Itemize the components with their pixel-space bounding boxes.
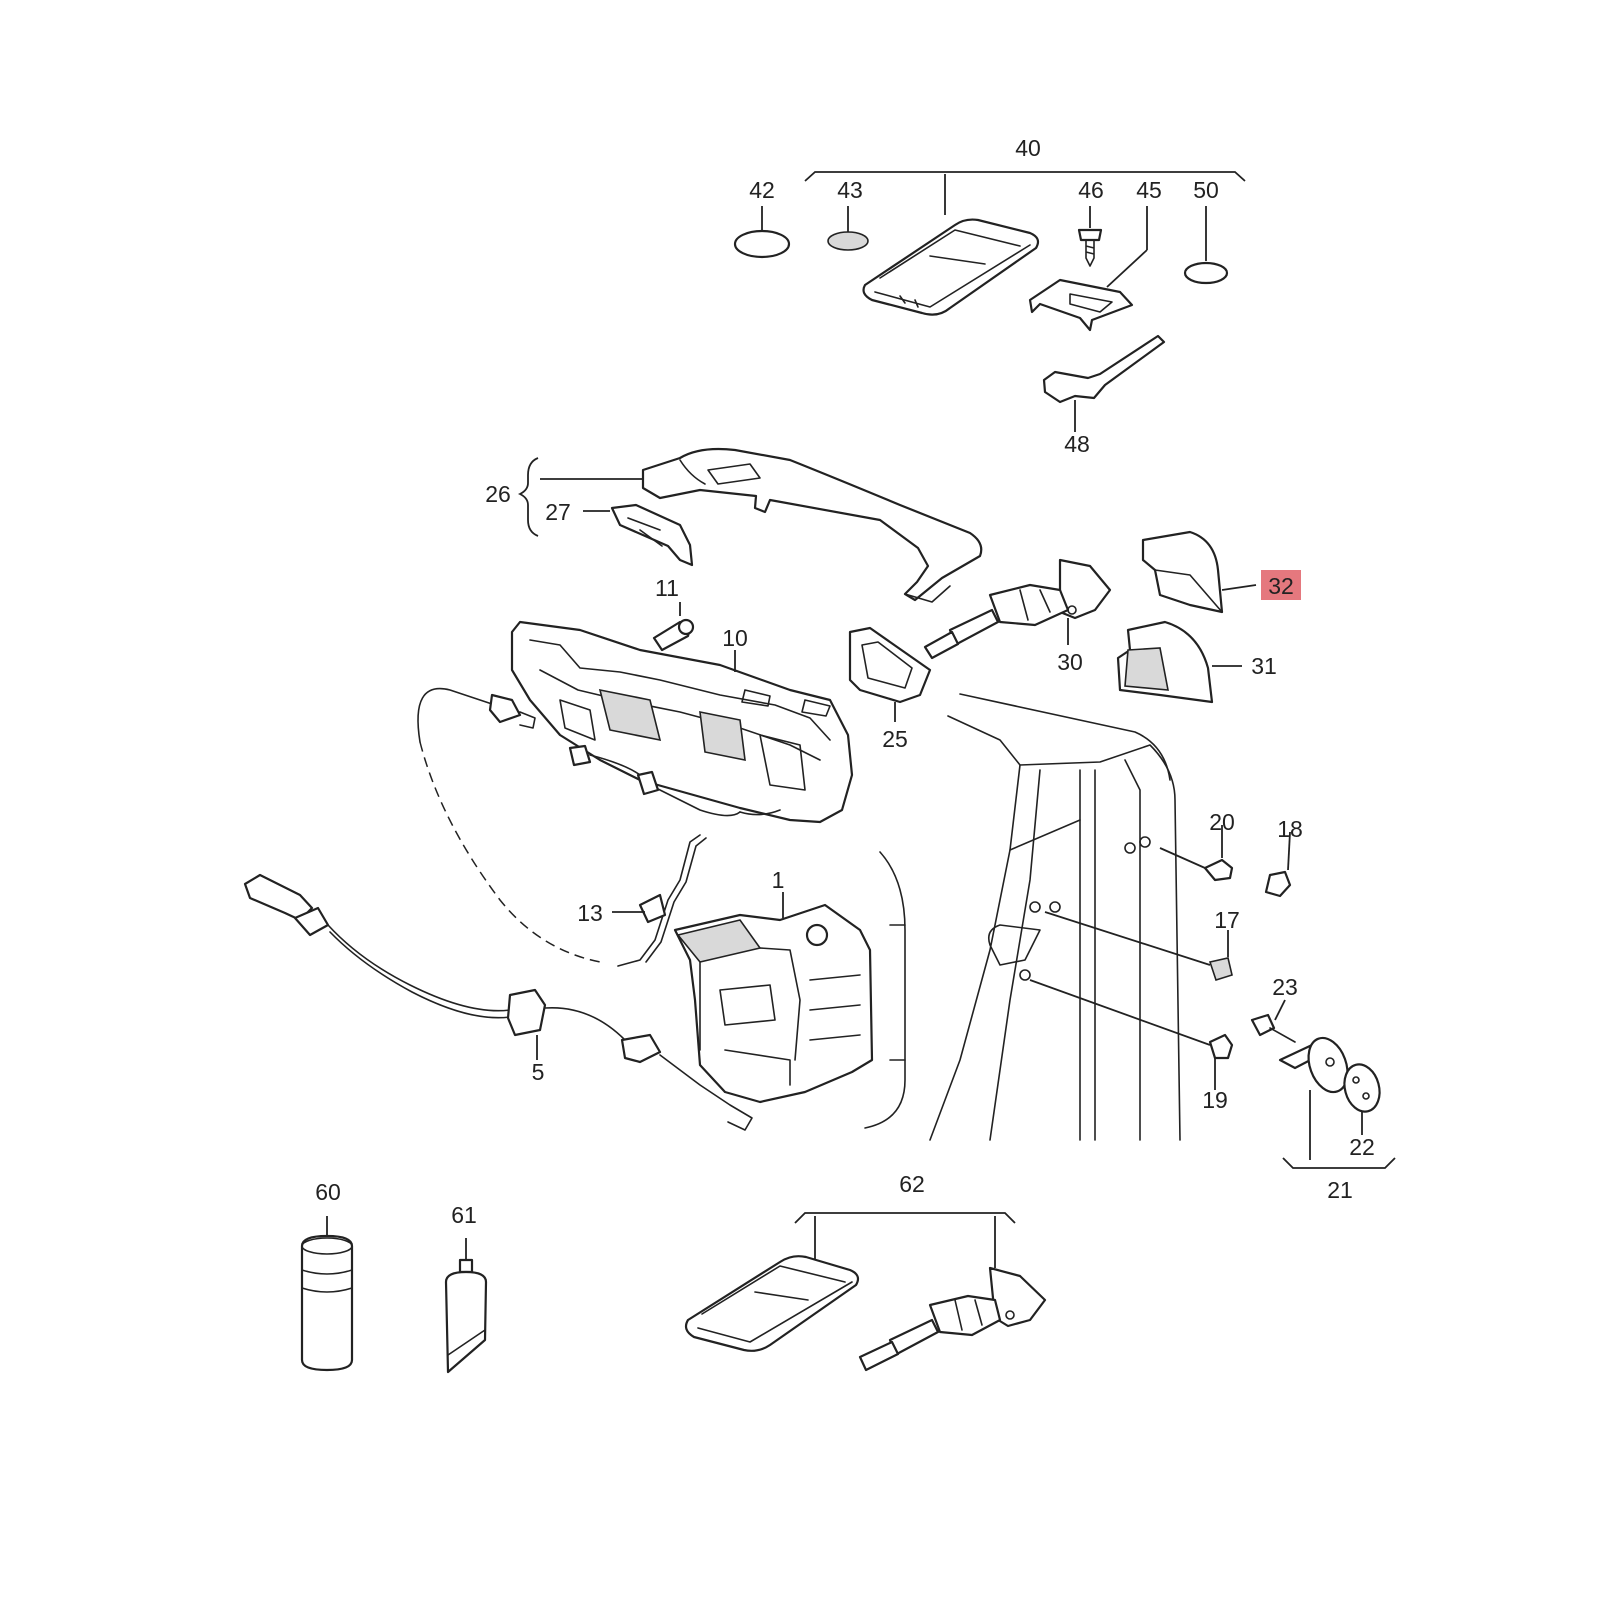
part-40-key-fob <box>862 218 1040 316</box>
part-18-plug <box>1264 831 1292 898</box>
label-18: 18 <box>1277 816 1303 842</box>
part-50-coin-cell <box>1183 206 1229 285</box>
label-48: 48 <box>1064 431 1090 457</box>
label-30: 30 <box>1057 649 1083 675</box>
door-frame <box>929 693 1181 1141</box>
label-40: 40 <box>1015 135 1041 161</box>
dashed-route-line <box>419 741 601 963</box>
part-62-key-fob <box>684 1255 860 1352</box>
part-27-handle-trim <box>583 503 694 567</box>
part-25-gasket <box>848 626 932 722</box>
label-60: 60 <box>315 1179 341 1205</box>
label-61: 61 <box>451 1202 477 1228</box>
group-40-bracket <box>804 171 1246 215</box>
label-31: 31 <box>1251 653 1277 679</box>
part-32-end-cap <box>1141 530 1257 614</box>
label-21: 21 <box>1327 1177 1353 1203</box>
part-17-pad <box>1044 911 1233 981</box>
label-45: 45 <box>1136 177 1162 203</box>
part-60-spray-can <box>300 1216 354 1372</box>
label-13: 13 <box>577 900 603 926</box>
part-62-lock-cylinder <box>858 1266 1047 1372</box>
label-62: 62 <box>899 1171 925 1197</box>
part-48-key-blade <box>1042 334 1166 432</box>
harness-cable <box>417 687 781 817</box>
part-20-bolt <box>1159 825 1234 882</box>
part-61-tube <box>444 1238 488 1374</box>
label-19: 19 <box>1202 1087 1228 1113</box>
part-42-coin-cell <box>733 206 791 259</box>
label-46: 46 <box>1078 177 1104 203</box>
label-5: 5 <box>532 1059 545 1085</box>
part-11-bolt <box>652 602 695 652</box>
part-19-bolt <box>1029 979 1234 1090</box>
part-1-door-lock <box>673 892 874 1104</box>
part-10-handle-carrier <box>510 620 854 824</box>
lock-mount-outline <box>864 851 906 1129</box>
callout-labels: 40 42 43 46 45 50 48 26 27 11 10 32 30 3… <box>315 135 1375 1228</box>
label-42: 42 <box>749 177 775 203</box>
label-11: 11 <box>655 575 679 601</box>
label-1: 1 <box>772 867 785 893</box>
part-22-plate <box>1343 1063 1381 1135</box>
part-26-door-handle <box>641 447 983 603</box>
part-43-seal-disc <box>827 206 869 251</box>
part-45-key-cover <box>1028 206 1148 332</box>
label-22: 22 <box>1349 1134 1375 1160</box>
part-30-lock-cylinder <box>923 558 1112 660</box>
group-26-brace <box>517 457 645 537</box>
group-21-bracket <box>1282 1157 1396 1169</box>
label-10: 10 <box>722 625 748 651</box>
part-21-striker <box>1278 1036 1349 1160</box>
part-5-bowden-cable <box>243 873 753 1131</box>
label-25: 25 <box>882 726 908 752</box>
part-31-end-cap <box>1116 620 1242 704</box>
label-20: 20 <box>1209 809 1235 835</box>
label-23: 23 <box>1272 974 1298 1000</box>
label-27: 27 <box>545 499 571 525</box>
highlight-32 <box>1261 570 1301 600</box>
label-17: 17 <box>1214 907 1240 933</box>
label-43: 43 <box>837 177 863 203</box>
label-26: 26 <box>485 481 511 507</box>
part-46-screw <box>1077 206 1103 267</box>
label-50: 50 <box>1193 177 1219 203</box>
group-62-bracket <box>794 1212 1016 1268</box>
part-13-release-rod <box>612 834 707 967</box>
part-23-bolt <box>1250 999 1296 1043</box>
label-32: 32 <box>1268 573 1294 599</box>
